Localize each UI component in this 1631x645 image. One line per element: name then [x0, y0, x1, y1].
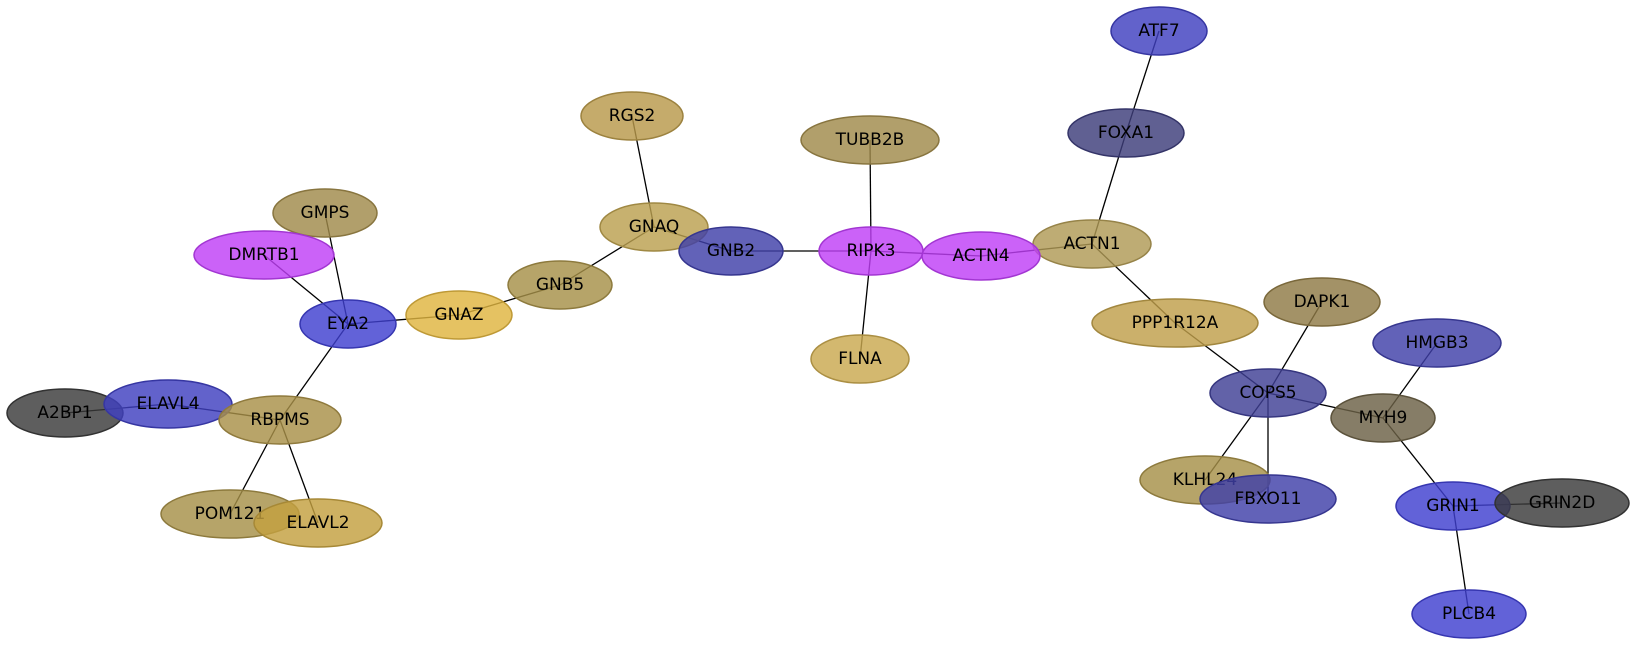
node-ellipse — [800, 115, 940, 165]
node-fbxo11[interactable]: FBXO11 — [1199, 474, 1337, 524]
node-ellipse — [1199, 474, 1337, 524]
node-ellipse — [1372, 318, 1502, 368]
node-label: TUBB2B — [835, 130, 905, 150]
node-ellipse — [253, 498, 383, 548]
node-ellipse — [580, 91, 684, 141]
node-label: PPP1R12A — [1132, 313, 1219, 333]
node-label: MYH9 — [1359, 408, 1408, 428]
node-label: RBPMS — [250, 410, 309, 430]
node-ellipse — [678, 226, 784, 276]
node-ellipse — [1209, 368, 1327, 418]
node-hmgb3[interactable]: HMGB3 — [1372, 318, 1502, 368]
node-ellipse — [1110, 6, 1208, 56]
node-ellipse — [272, 188, 378, 238]
node-gnaz[interactable]: GNAZ — [405, 290, 513, 340]
node-label: RGS2 — [609, 106, 656, 126]
node-ellipse — [921, 231, 1041, 281]
node-ellipse — [1263, 277, 1381, 327]
node-plcb4[interactable]: PLCB4 — [1411, 589, 1527, 639]
node-label: RIPK3 — [846, 241, 895, 261]
node-ellipse — [405, 290, 513, 340]
node-label: DAPK1 — [1294, 292, 1351, 312]
node-label: PLCB4 — [1442, 604, 1496, 624]
node-elavl4[interactable]: ELAVL4 — [103, 379, 233, 429]
node-ellipse — [1091, 298, 1259, 348]
node-dapk1[interactable]: DAPK1 — [1263, 277, 1381, 327]
node-label: COPS5 — [1239, 383, 1296, 403]
node-label: ELAVL2 — [286, 513, 349, 533]
node-ppp1r12a[interactable]: PPP1R12A — [1091, 298, 1259, 348]
node-ellipse — [1411, 589, 1527, 639]
node-ellipse — [507, 260, 613, 310]
node-actn1[interactable]: ACTN1 — [1032, 219, 1152, 269]
node-rgs2[interactable]: RGS2 — [580, 91, 684, 141]
node-label: GMPS — [301, 203, 350, 223]
node-label: FBXO11 — [1234, 489, 1301, 509]
node-label: ACTN4 — [952, 246, 1009, 266]
node-ellipse — [810, 334, 910, 384]
node-cops5[interactable]: COPS5 — [1209, 368, 1327, 418]
node-a2bp1[interactable]: A2BP1 — [6, 388, 124, 438]
node-label: ELAVL4 — [136, 394, 199, 414]
node-ellipse — [1494, 478, 1630, 528]
node-label: EYA2 — [327, 314, 369, 334]
node-ellipse — [299, 299, 397, 349]
node-label: GNB2 — [707, 241, 755, 261]
node-grin1[interactable]: GRIN1 — [1395, 481, 1511, 531]
node-label: POM121 — [195, 504, 266, 524]
node-dmrtb1[interactable]: DMRTB1 — [193, 230, 335, 280]
node-foxa1[interactable]: FOXA1 — [1067, 108, 1185, 158]
node-elavl2[interactable]: ELAVL2 — [253, 498, 383, 548]
node-flna[interactable]: FLNA — [810, 334, 910, 384]
node-gnaq[interactable]: GNAQ — [599, 202, 709, 252]
node-label: GRIN1 — [1426, 496, 1480, 516]
node-gmps[interactable]: GMPS — [272, 188, 378, 238]
node-gnb5[interactable]: GNB5 — [507, 260, 613, 310]
node-label: DMRTB1 — [228, 245, 299, 265]
node-label: GRIN2D — [1529, 493, 1596, 513]
node-ellipse — [1067, 108, 1185, 158]
node-ellipse — [193, 230, 335, 280]
node-label: FLNA — [838, 349, 882, 369]
node-atf7[interactable]: ATF7 — [1110, 6, 1208, 56]
node-ellipse — [1330, 393, 1436, 443]
node-label: HMGB3 — [1405, 333, 1468, 353]
node-ellipse — [103, 379, 233, 429]
node-ellipse — [599, 202, 709, 252]
node-label: GNAQ — [629, 217, 680, 237]
node-label: ACTN1 — [1063, 234, 1120, 254]
node-label: GNB5 — [536, 275, 584, 295]
node-label: A2BP1 — [37, 403, 92, 423]
node-tubb2b[interactable]: TUBB2B — [800, 115, 940, 165]
node-actn4[interactable]: ACTN4 — [921, 231, 1041, 281]
node-label: GNAZ — [434, 305, 483, 325]
node-eya2[interactable]: EYA2 — [299, 299, 397, 349]
node-myh9[interactable]: MYH9 — [1330, 393, 1436, 443]
node-grin2d[interactable]: GRIN2D — [1494, 478, 1630, 528]
node-label: ATF7 — [1138, 21, 1179, 41]
node-label: FOXA1 — [1098, 123, 1154, 143]
node-gnb2[interactable]: GNB2 — [678, 226, 784, 276]
node-ellipse — [218, 395, 342, 445]
node-rbpms[interactable]: RBPMS — [218, 395, 342, 445]
node-ripk3[interactable]: RIPK3 — [818, 226, 924, 276]
